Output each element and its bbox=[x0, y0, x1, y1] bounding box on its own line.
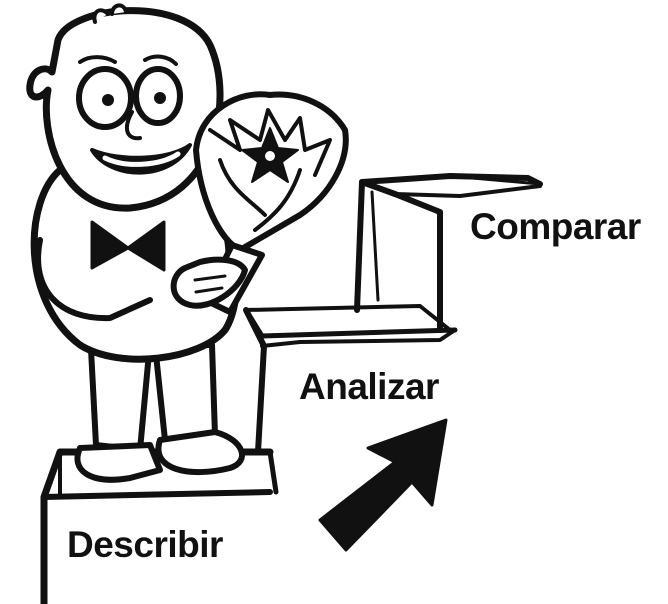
staircase-icon bbox=[40, 173, 543, 604]
flower-bouquet-icon bbox=[170, 91, 349, 315]
up-right-arrow-icon bbox=[318, 418, 448, 552]
step-label-describir: Describir bbox=[67, 524, 223, 565]
cartoon-man-icon bbox=[26, 3, 245, 483]
step-label-comparar: Comparar bbox=[470, 206, 641, 247]
step-label-analizar: Analizar bbox=[299, 366, 439, 407]
